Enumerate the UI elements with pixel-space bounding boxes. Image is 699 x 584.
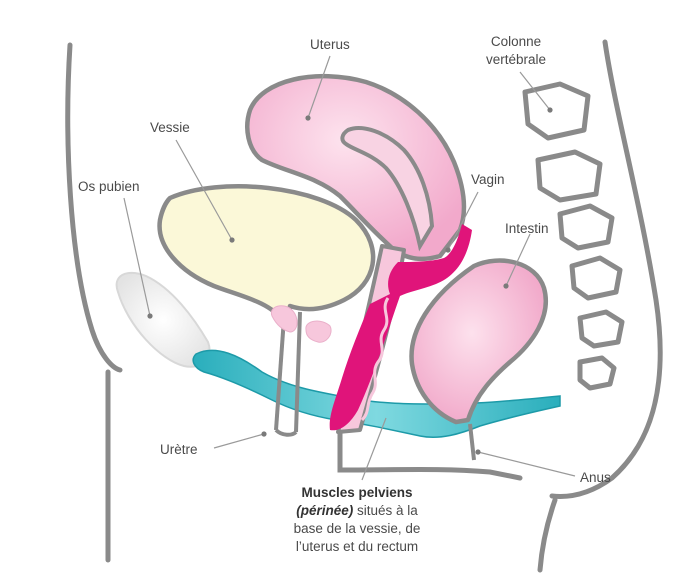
leader-dots <box>147 107 553 455</box>
uterus-cavity <box>340 126 435 252</box>
vertebra-3 <box>557 203 615 251</box>
leader-lines <box>123 55 576 481</box>
caption-subtitle: (périnée) <box>296 503 354 518</box>
label-anus: Anus <box>580 470 611 485</box>
intestine <box>409 258 548 425</box>
bladder <box>157 184 376 323</box>
vertebra-6 <box>577 355 617 391</box>
label-colonne-line2: vertébrale <box>485 52 547 67</box>
ovary-shapes <box>270 305 332 343</box>
vagina-wave <box>360 297 390 422</box>
label-uterus: Uterus <box>310 37 350 52</box>
label-intestin: Intestin <box>505 221 549 236</box>
label-vagin: Vagin <box>471 172 505 187</box>
vertebra-2 <box>535 149 603 203</box>
vagina <box>329 224 472 431</box>
caption-pelvic-muscles: Muscles pelviens (périnée) situés à la b… <box>262 484 452 556</box>
anal-canal <box>468 423 476 461</box>
caption-title: Muscles pelviens <box>301 485 413 500</box>
label-uretre: Urètre <box>160 442 198 457</box>
label-os-pubien: Os pubien <box>78 179 140 194</box>
vertebra-5 <box>577 309 625 349</box>
vertebra-4 <box>569 255 623 301</box>
abdomen-outline <box>65 42 123 373</box>
back-outline <box>549 39 663 499</box>
pubic-bone <box>115 271 211 368</box>
urethra <box>274 311 302 437</box>
spine <box>522 81 625 391</box>
label-colonne-line1: Colonne <box>490 34 542 49</box>
body-outline <box>65 39 663 573</box>
perineum-outline <box>337 409 523 481</box>
label-colonne: Colonne vertébrale <box>476 33 556 69</box>
caption-line1: situés à la <box>353 503 418 518</box>
label-vessie: Vessie <box>150 120 190 135</box>
caption-line3: l’uterus et du rectum <box>295 539 419 554</box>
caption-line2: base de la vessie, de <box>293 521 421 536</box>
buttock-outline <box>537 497 558 573</box>
vertebra-1 <box>522 81 591 141</box>
